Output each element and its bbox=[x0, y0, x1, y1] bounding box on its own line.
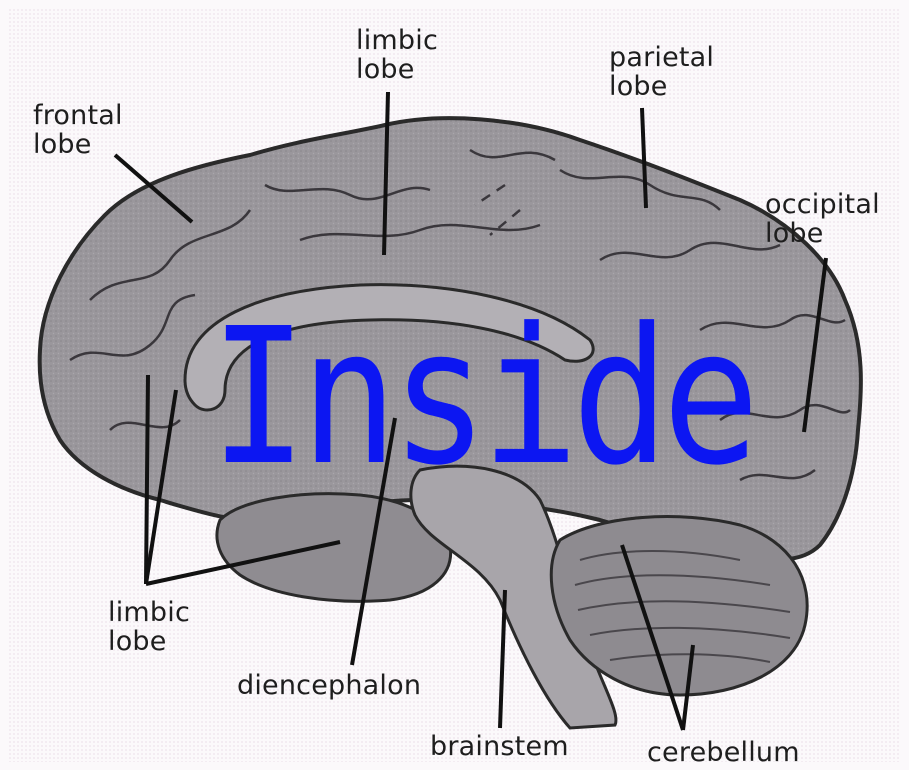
label-frontal-lobe: frontal lobe bbox=[33, 101, 123, 159]
overlay-title: Inside bbox=[210, 298, 649, 498]
label-cerebellum: cerebellum bbox=[647, 738, 800, 767]
label-limbic-lobe-bottom: limbic lobe bbox=[108, 598, 190, 656]
label-brainstem: brainstem bbox=[430, 732, 569, 761]
label-diencephalon: diencephalon bbox=[237, 671, 421, 700]
label-parietal-lobe: parietal lobe bbox=[609, 43, 714, 101]
label-occipital-lobe: occipital lobe bbox=[765, 190, 880, 248]
label-limbic-lobe-top: limbic lobe bbox=[356, 26, 438, 84]
